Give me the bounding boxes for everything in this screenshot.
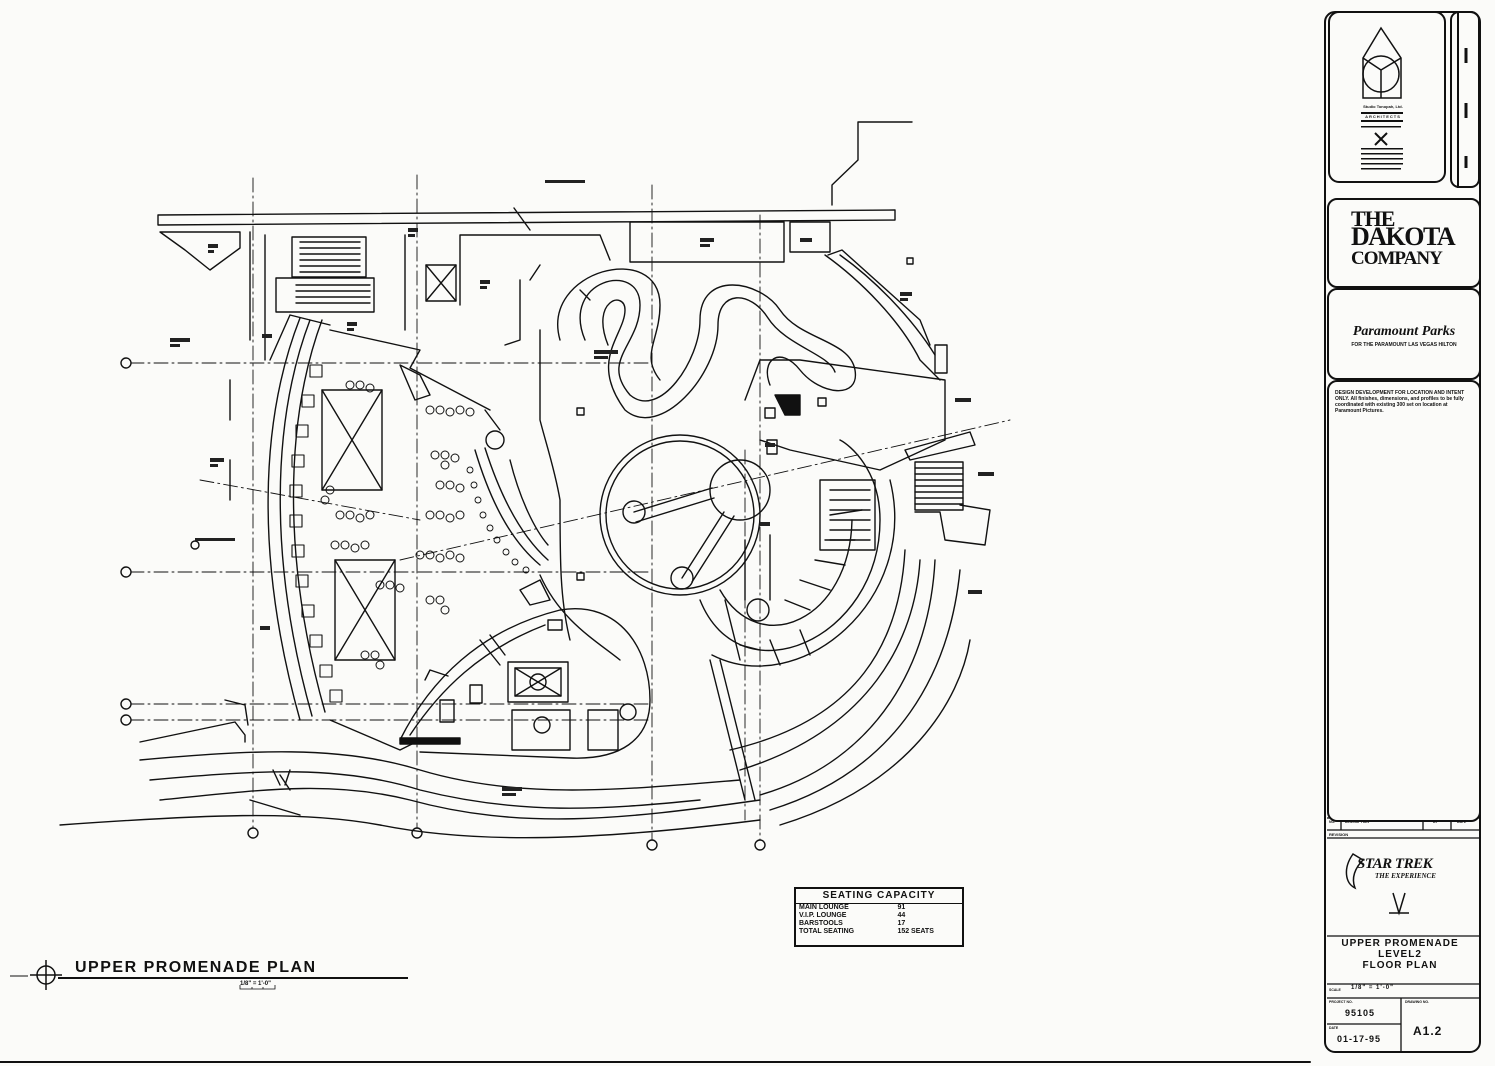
design-notes: DESIGN DEVELOPMENT FOR LOCATION AND INTE… bbox=[1335, 390, 1465, 414]
table-clusters bbox=[320, 380, 475, 670]
project-no-label: PROJECT NO. bbox=[1329, 1000, 1353, 1004]
seating-row-main-lounge: MAIN LOUNGE 91 bbox=[796, 904, 962, 912]
seating-capacity-title: SEATING CAPACITY bbox=[796, 889, 962, 904]
seating-label: TOTAL SEATING bbox=[799, 928, 855, 935]
grid-bubbles bbox=[120, 357, 766, 851]
owner-name: Paramount Parks bbox=[1352, 324, 1456, 339]
seating-label: MAIN LOUNGE bbox=[799, 904, 849, 911]
client-logo-line3: COMPANY bbox=[1351, 248, 1443, 269]
architect-role: ARCHITECTS bbox=[1365, 114, 1401, 119]
drawing-scale: 1/8" = 1'-0" bbox=[240, 981, 271, 987]
starfleet-delta-icon bbox=[1345, 853, 1409, 916]
seating-row-total: TOTAL SEATING 152 SEATS bbox=[796, 928, 962, 936]
sheet-title-line3: FLOOR PLAN bbox=[1362, 960, 1438, 971]
seating-value: 44 bbox=[897, 912, 906, 919]
drawing-title: UPPER PROMENADE PLAN bbox=[75, 959, 317, 976]
grid-lines bbox=[129, 174, 1011, 841]
seating-row-vip-lounge: V.I.P. LOUNGE 44 bbox=[796, 912, 962, 920]
drawing-number: A1.2 bbox=[1413, 1024, 1443, 1038]
sheet-title-line2: LEVEL2 bbox=[1378, 949, 1422, 960]
client-logo-line2: DAKOTA bbox=[1351, 222, 1456, 251]
sheet-title: UPPER PROMENADE LEVEL2 FLOOR PLAN bbox=[1323, 938, 1477, 971]
owner-logo-box: Paramount Parks FOR THE PARAMOUNT LAS VE… bbox=[1327, 288, 1481, 380]
revision-date-label: DATE bbox=[1457, 820, 1467, 824]
seating-capacity-table: SEATING CAPACITY MAIN LOUNGE 91 V.I.P. L… bbox=[794, 887, 964, 947]
project-number: 95105 bbox=[1345, 1008, 1376, 1018]
drawing-no-label: DRAWING NO. bbox=[1405, 1000, 1430, 1004]
architect-name: Studio Tonopah, Ltd. bbox=[1363, 104, 1403, 109]
seating-label: BARSTOOLS bbox=[799, 920, 843, 927]
seating-value: 152 SEATS bbox=[897, 928, 934, 935]
revision-by-label: BY bbox=[1433, 820, 1438, 824]
seating-value: 17 bbox=[897, 920, 906, 927]
scale-label: SCALE bbox=[1329, 988, 1341, 992]
drawing-title-graphics bbox=[10, 960, 408, 990]
client-logo-box: THE DAKOTA COMPANY bbox=[1327, 198, 1481, 288]
seating-label: V.I.P. LOUNGE bbox=[799, 912, 847, 919]
owner-address: FOR THE PARAMOUNT LAS VEGAS HILTON bbox=[1351, 342, 1457, 348]
seating-value: 91 bbox=[897, 904, 906, 911]
project-logo: STAR TREK bbox=[1357, 856, 1433, 872]
date-label: DATE bbox=[1329, 1026, 1339, 1030]
project-logo-sub: THE EXPERIENCE bbox=[1375, 872, 1436, 880]
sheet-scale: 1/8" = 1'-0" bbox=[1351, 985, 1394, 991]
revision-label: REVISION bbox=[1329, 832, 1349, 837]
revision-description-label: DESCRIPTION bbox=[1345, 820, 1369, 824]
client-logo-line1: THE bbox=[1351, 206, 1395, 231]
seating-row-barstools: BARSTOOLS 17 bbox=[796, 920, 962, 928]
architect-logo bbox=[1362, 26, 1402, 146]
room-tags bbox=[170, 180, 994, 796]
design-notes-box: DESIGN DEVELOPMENT FOR LOCATION AND INTE… bbox=[1327, 380, 1481, 822]
title-block: Studio Tonopah, Ltd. ARCHITECTS THE DAKO… bbox=[1323, 8, 1483, 1056]
sheet-title-line1: UPPER PROMENADE bbox=[1341, 938, 1459, 949]
revision-no-label: NO. bbox=[1329, 820, 1336, 824]
sheet-date: 01-17-95 bbox=[1337, 1034, 1382, 1044]
